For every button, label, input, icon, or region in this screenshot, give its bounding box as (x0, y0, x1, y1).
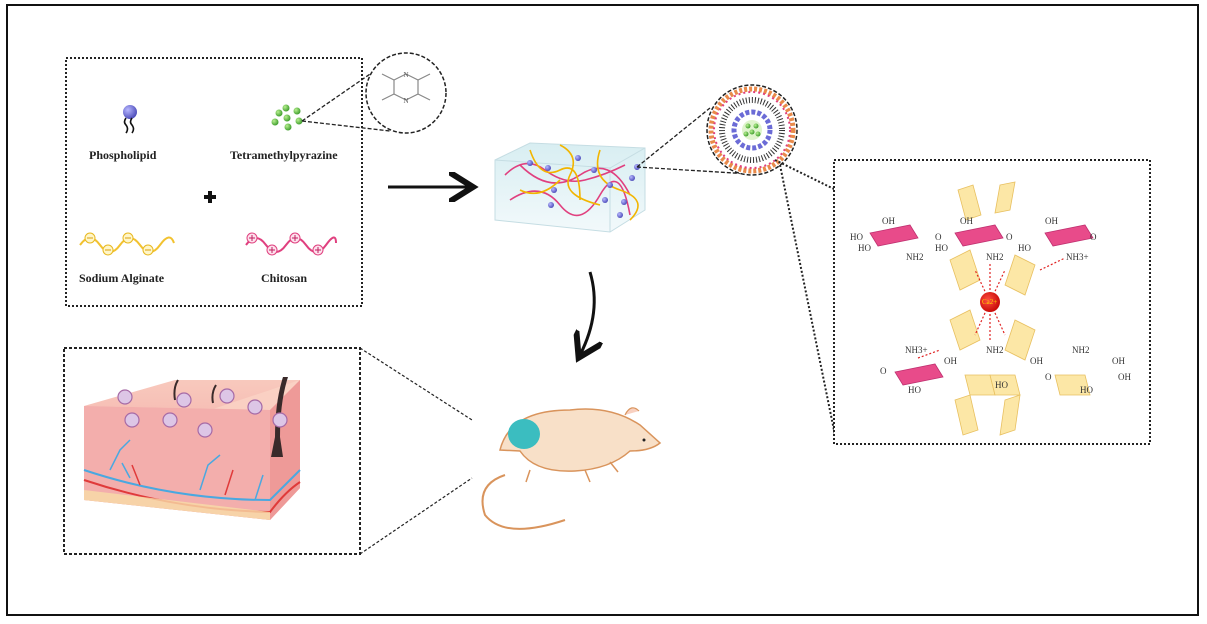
chem-o-3: O (1090, 232, 1097, 242)
chem-nh2-4: NH2 (1072, 345, 1090, 355)
pyrazine-n-top: N (403, 71, 408, 79)
chem-nh2-3: NH2 (986, 345, 1004, 355)
chem-ho-2: HO (858, 243, 871, 253)
chem-o-1: O (935, 232, 942, 242)
chem-oh-5: OH (1030, 356, 1043, 366)
chem-nh3-2: NH3+ (905, 345, 928, 355)
chem-ho-6: HO (995, 380, 1008, 390)
chem-nh2-1: NH2 (906, 252, 924, 262)
phospholipid-icon (123, 105, 137, 134)
chitosan-units (869, 224, 1094, 386)
chem-o-4: O (880, 366, 887, 376)
label-sodium-alginate: Sodium Alginate (79, 271, 165, 285)
arrow-curved-icon (580, 271, 594, 355)
chem-oh-1: OH (882, 216, 895, 226)
chem-oh-2: OH (960, 216, 973, 226)
skin-zoom-box (63, 347, 361, 555)
mouse-illustration (481, 407, 662, 530)
skin-cross-section (83, 377, 301, 520)
chem-ho-3: HO (935, 243, 948, 253)
label-phospholipid: Phospholipid (89, 148, 157, 162)
hydrogel-block (494, 142, 646, 233)
pyrazine-structure (381, 73, 431, 101)
components-box (65, 57, 363, 307)
chem-ca-ion: Ca2+ (982, 298, 998, 306)
plus-icon (204, 191, 216, 203)
chem-nh3-1: NH3+ (1066, 252, 1089, 262)
liposome-zoom (706, 84, 798, 176)
chem-ho-5: HO (908, 385, 921, 395)
chem-oh-3: OH (1045, 216, 1058, 226)
pyrazine-zoom-circle (365, 52, 447, 134)
chem-oh-6: OH (1112, 356, 1125, 366)
negative-polymer-chain-icon (79, 232, 175, 256)
chem-nh2-2: NH2 (986, 252, 1004, 262)
chem-o-5: O (1045, 372, 1052, 382)
chem-ho-1: HO (850, 232, 863, 242)
chem-ho-7: HO (1080, 385, 1093, 395)
liposome-particles (117, 388, 288, 438)
alginate-units (949, 181, 1091, 436)
figure-frame (6, 4, 1199, 616)
chem-oh-7: OH (1118, 372, 1131, 382)
patch-area (508, 419, 540, 449)
positive-polymer-chain-icon (245, 232, 337, 256)
pyrazine-n-bottom: N (403, 97, 408, 105)
chem-oh-4: OH (944, 356, 957, 366)
chem-ho-4: HO (1018, 243, 1031, 253)
ionic-bonds (917, 257, 1066, 359)
calcium-ion (980, 292, 1000, 312)
drug-particles-icon (271, 104, 303, 131)
chem-o-2: O (1006, 232, 1013, 242)
label-chitosan: Chitosan (261, 271, 308, 285)
label-tetramethylpyrazine: Tetramethylpyrazine (230, 148, 338, 162)
